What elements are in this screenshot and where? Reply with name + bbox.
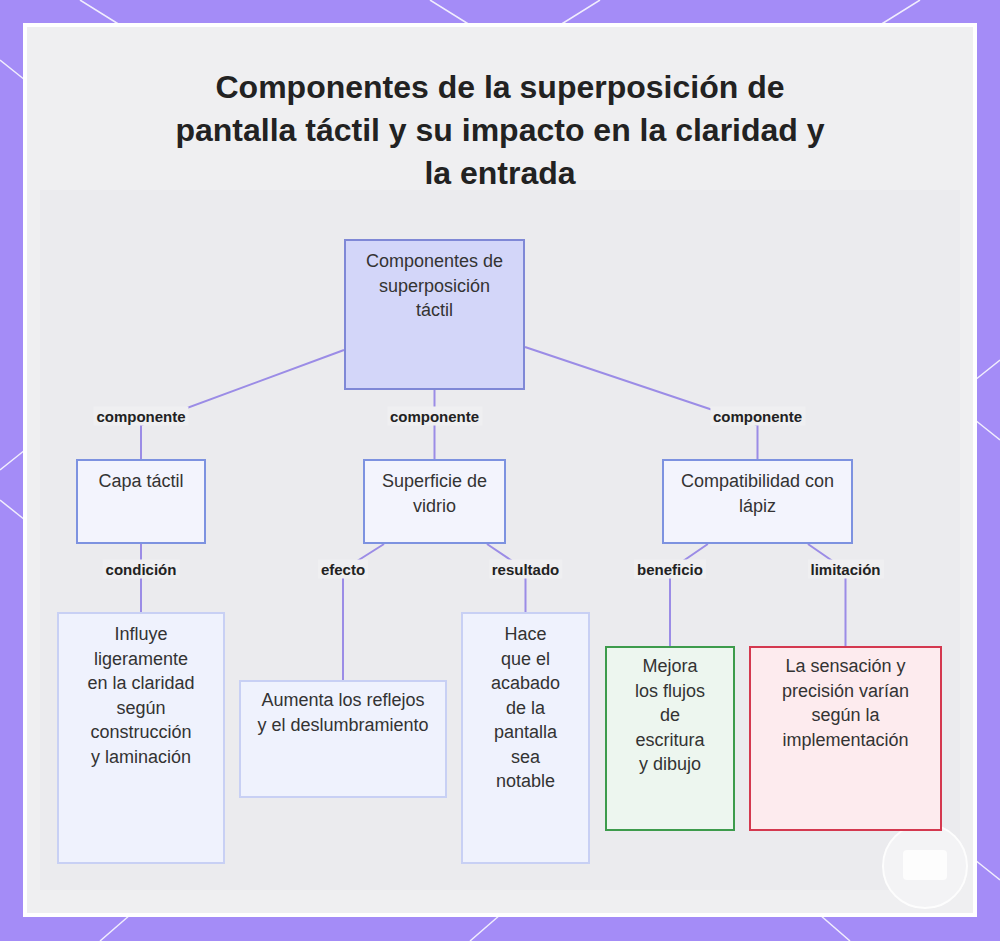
component-box: Superficie de vidrio <box>363 459 506 544</box>
node-text: Capa táctil <box>88 469 194 494</box>
blurred-backdrop <box>40 190 960 890</box>
node-text: Compatibilidad con lápiz <box>674 469 841 518</box>
node-text: Influye ligeramente en la claridad según… <box>85 622 197 769</box>
component-box: Capa táctil <box>76 459 206 544</box>
connector-line <box>141 350 344 459</box>
node-text: Mejora los flujos de escritura y dibujo <box>629 654 711 777</box>
edge-label: componente <box>93 407 188 426</box>
component-box: Compatibilidad con lápiz <box>662 459 853 544</box>
node-text: La sensación y precisión varían según la… <box>765 654 926 752</box>
node-text: Componentes de superposición táctil <box>360 249 509 323</box>
connector-line <box>525 347 758 459</box>
root-box: Componentes de superposición táctil <box>344 239 525 390</box>
edge-label: efecto <box>318 560 368 579</box>
edge-label: resultado <box>489 560 563 579</box>
detail-box: Hace que el acabado de la pantalla sea n… <box>461 612 590 864</box>
detail-box: Influye ligeramente en la claridad según… <box>57 612 225 864</box>
inner-panel <box>25 25 975 915</box>
edge-label: condición <box>103 560 180 579</box>
edge-label: beneficio <box>634 560 706 579</box>
corner-badge <box>883 824 967 908</box>
node-text: Hace que el acabado de la pantalla sea n… <box>491 622 560 794</box>
benefit-box: Mejora los flujos de escritura y dibujo <box>605 646 735 831</box>
edge-label: componente <box>387 407 482 426</box>
edge-label: componente <box>710 407 805 426</box>
node-text: Superficie de vidrio <box>375 469 494 518</box>
badge-icon <box>903 850 947 880</box>
edge-label: limitación <box>807 560 883 579</box>
limitation-box: La sensación y precisión varían según la… <box>749 646 942 831</box>
detail-box: Aumenta los reflejos y el deslumbramient… <box>239 680 447 798</box>
node-text: Aumenta los reflejos y el deslumbramient… <box>255 688 431 737</box>
diagram-title: Componentes de la superposición de panta… <box>170 66 830 195</box>
